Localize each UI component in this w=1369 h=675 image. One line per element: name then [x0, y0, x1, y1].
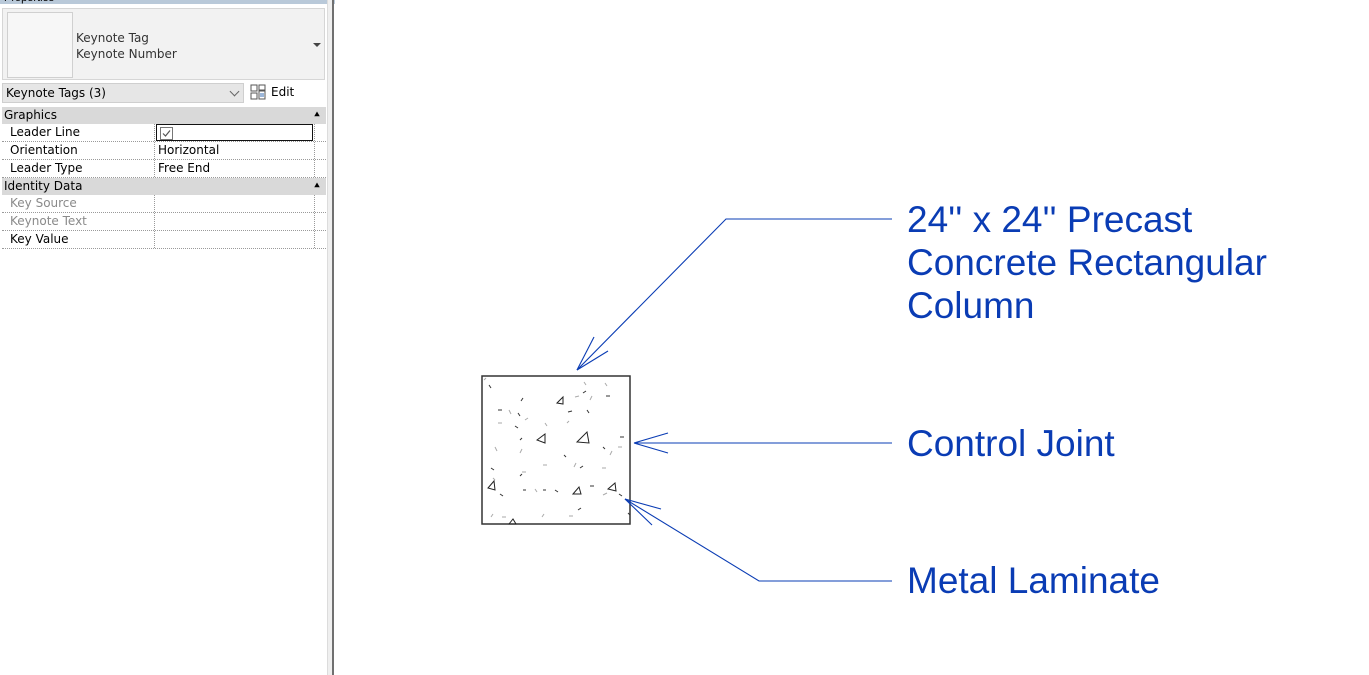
palette-splitter[interactable]	[327, 0, 332, 675]
keynote-tag-precast-column[interactable]: 24'' x 24'' Precast Concrete Rectangular…	[907, 198, 1267, 327]
orientation-value[interactable]: Horizontal	[158, 143, 220, 157]
property-row-keynote-text: Keynote Text	[2, 213, 326, 231]
leader-line-checkbox-cell[interactable]	[156, 124, 313, 141]
keynote-tag-control-joint[interactable]: Control Joint	[907, 422, 1115, 465]
type-name: Keynote Number	[76, 47, 177, 61]
keynote-tag-metal-laminate[interactable]: Metal Laminate	[907, 559, 1160, 602]
chevron-down-icon	[229, 86, 240, 97]
property-name: Leader Type	[2, 160, 155, 177]
property-row-leader-line: Leader Line	[2, 124, 326, 142]
type-family-name: Keynote Tag	[76, 31, 149, 45]
leader-line-checkbox[interactable]	[160, 127, 173, 140]
leader-metal-laminate[interactable]	[624, 498, 892, 582]
property-name: Key Value	[2, 231, 155, 248]
property-row-orientation: Orientation Horizontal	[2, 142, 326, 160]
group-header-identity-data[interactable]: Identity Data ⯅	[2, 178, 326, 195]
property-name: Keynote Text	[2, 213, 155, 230]
leader-precast-column[interactable]	[576, 218, 892, 371]
property-row-leader-type: Leader Type Free End	[2, 160, 326, 178]
property-row-key-source: Key Source	[2, 195, 326, 213]
checkmark-icon	[162, 130, 171, 137]
dropdown-arrow-icon[interactable]	[313, 43, 321, 47]
collapse-icon[interactable]: ⯅	[313, 110, 321, 121]
tag-line: Metal Laminate	[907, 560, 1160, 601]
key-value-value[interactable]	[156, 231, 313, 248]
edit-type-icon	[250, 84, 266, 100]
instance-filter-dropdown[interactable]: Keynote Tags (3)	[2, 83, 244, 103]
leader-type-value[interactable]: Free End	[158, 161, 211, 175]
group-header-graphics[interactable]: Graphics ⯅	[2, 107, 326, 124]
property-name: Key Source	[2, 195, 155, 212]
leader-control-joint[interactable]	[633, 432, 892, 454]
edit-type-button[interactable]: Edit Type	[248, 82, 324, 119]
properties-grid: Graphics ⯅ Leader Line Orientation Horiz…	[2, 107, 326, 249]
group-label: Graphics	[4, 108, 57, 122]
palette-title: Properties	[0, 0, 335, 4]
type-selector[interactable]: Keynote Tag Keynote Number	[2, 8, 325, 80]
instance-filter-value: Keynote Tags (3)	[6, 86, 106, 100]
keynote-text-value	[156, 213, 313, 230]
tag-line: Concrete Rectangular	[907, 242, 1267, 283]
property-name: Leader Line	[2, 124, 155, 141]
key-source-value	[156, 195, 313, 212]
property-name: Orientation	[2, 142, 155, 159]
tag-line: Control Joint	[907, 423, 1115, 464]
precast-column[interactable]	[481, 375, 631, 525]
tag-line: Column	[907, 285, 1035, 326]
property-row-key-value: Key Value	[2, 231, 326, 249]
collapse-icon[interactable]: ⯅	[313, 181, 321, 192]
properties-palette: Properties Keynote Tag Keynote Number Ke…	[0, 0, 335, 675]
tag-line: 24'' x 24'' Precast	[907, 199, 1193, 240]
type-preview-thumbnail	[7, 12, 73, 78]
palette-border	[332, 0, 334, 675]
group-label: Identity Data	[4, 179, 83, 193]
